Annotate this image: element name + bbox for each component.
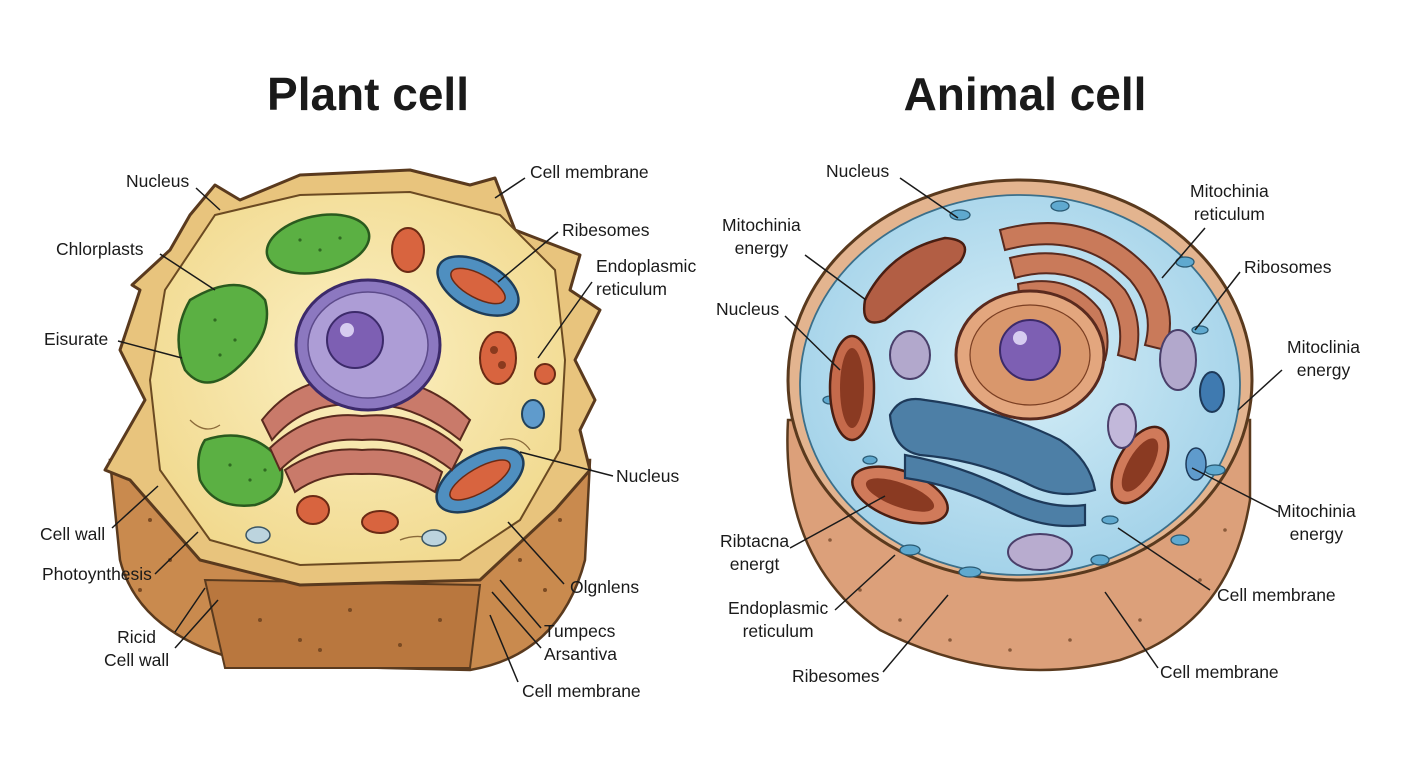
- animal-cell-title: Animal cell: [903, 68, 1147, 120]
- label-animal-ribosomes-bottom: Ribesomes: [792, 666, 880, 686]
- smooth-er: [888, 397, 1097, 528]
- golgi-apparatus: [260, 377, 472, 494]
- chloroplast: [265, 213, 371, 275]
- animal-base-texture: [828, 528, 1227, 652]
- label-animal-mito-energy-right-2: Mitochinia energy: [1277, 501, 1356, 544]
- label-animal-nucleus-top: Nucleus: [826, 161, 890, 181]
- label-plant-ricid-cell-wall: Ricid Cell wall: [104, 627, 170, 670]
- label-animal-mito-reticulum: Mitochinia reticulum: [1190, 181, 1269, 224]
- leader-lines: [111, 177, 1283, 683]
- chloroplast: [177, 283, 269, 384]
- label-plant-olgnlens: Olgnlens: [570, 577, 640, 597]
- label-animal-er: Endoplasmic reticulum: [728, 598, 829, 641]
- plant-cell: [103, 168, 602, 672]
- lysosome: [1107, 403, 1137, 449]
- vesicle: [521, 399, 545, 429]
- label-plant-nucleus: Nucleus: [126, 171, 190, 191]
- label-plant-nucleus-2: Nucleus: [616, 466, 680, 486]
- plant-cell-title: Plant cell: [267, 68, 469, 120]
- vesicle: [421, 529, 447, 547]
- label-animal-ribosomes-right: Ribosomes: [1244, 257, 1332, 277]
- label-plant-cell-membrane-bottom: Cell membrane: [522, 681, 641, 701]
- label-animal-cell-membrane-1: Cell membrane: [1217, 585, 1336, 605]
- label-plant-cell-membrane-top: Cell membrane: [530, 162, 649, 182]
- label-plant-er: Endoplasmic reticulum: [596, 256, 697, 299]
- label-plant-ribosomes: Ribesomes: [562, 220, 650, 240]
- label-plant-tumpecs: Tumpecs Arsantiva: [544, 621, 617, 664]
- lysosome: [1159, 329, 1197, 391]
- label-animal-mito-energy-left: Mitochinia energy: [722, 215, 801, 258]
- label-plant-photosynthesis: Photoynthesis: [42, 564, 152, 584]
- plant-cut-face: [203, 578, 482, 669]
- label-animal-ribtacna: Ribtacna energt: [720, 531, 790, 574]
- label-plant-eisurate: Eisurate: [44, 329, 109, 349]
- vacuole: [534, 363, 556, 385]
- vacuole: [296, 495, 330, 525]
- vesicle: [1185, 447, 1207, 481]
- vesicle: [1199, 371, 1225, 413]
- chloroplast: [197, 434, 284, 507]
- vesicle: [245, 526, 271, 544]
- mitochondrion: [862, 236, 967, 324]
- vacuole: [391, 227, 425, 273]
- label-animal-cell-membrane-2: Cell membrane: [1160, 662, 1279, 682]
- lysosome: [1007, 533, 1073, 571]
- mitochondrion: [435, 446, 525, 514]
- plant-nucleus: [294, 278, 442, 412]
- lysosome: [889, 330, 931, 380]
- label-animal-mito-energy-right-1: Mitoclinia energy: [1287, 337, 1360, 380]
- label-animal-nucleus-left: Nucleus: [716, 299, 780, 319]
- animal-nucleus: [954, 289, 1106, 421]
- mitochondrion: [1110, 425, 1170, 505]
- label-plant-cell-wall: Cell wall: [40, 524, 106, 544]
- animal-cell: [786, 178, 1254, 672]
- mitochondrion: [436, 255, 520, 317]
- mitochondrion-small: [479, 331, 517, 385]
- vacuole: [361, 510, 399, 534]
- label-plant-chloroplasts: Chlorplasts: [56, 239, 144, 259]
- mitochondrion: [828, 334, 876, 442]
